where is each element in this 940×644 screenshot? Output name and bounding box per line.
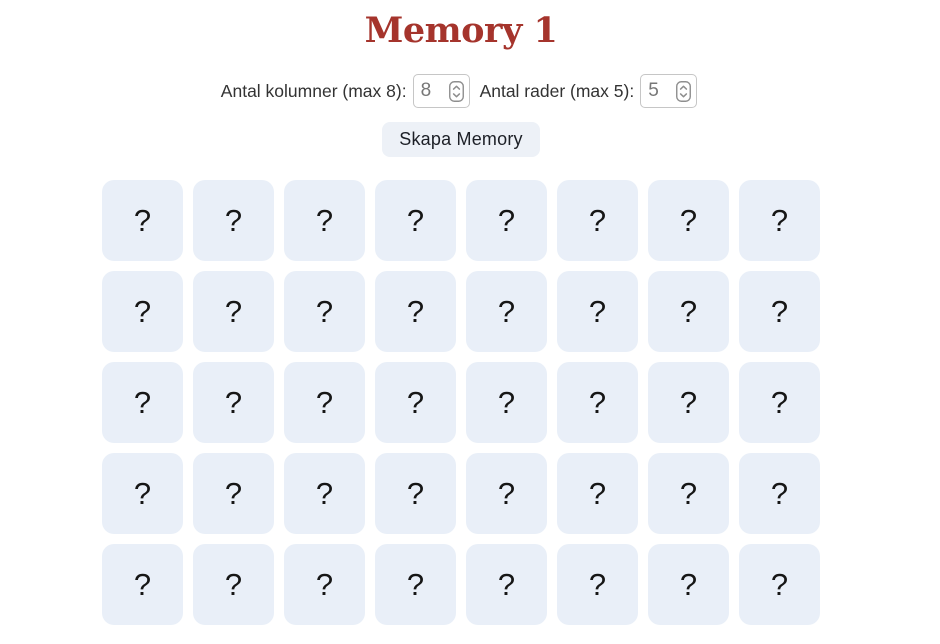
memory-card[interactable]: ? (102, 453, 183, 534)
card-symbol: ? (588, 567, 607, 602)
card-symbol: ? (679, 476, 698, 511)
card-symbol: ? (315, 385, 334, 420)
memory-card[interactable]: ? (193, 180, 274, 261)
memory-card[interactable]: ? (193, 271, 274, 352)
memory-card[interactable]: ? (648, 362, 729, 443)
memory-card[interactable]: ? (193, 453, 274, 534)
memory-card[interactable]: ? (375, 180, 456, 261)
memory-card[interactable]: ? (648, 453, 729, 534)
memory-card[interactable]: ? (739, 180, 820, 261)
card-symbol: ? (133, 385, 152, 420)
card-symbol: ? (497, 294, 516, 329)
memory-card[interactable]: ? (739, 271, 820, 352)
card-symbol: ? (133, 476, 152, 511)
columns-label: Antal kolumner (max 8): (220, 80, 407, 101)
card-symbol: ? (224, 203, 243, 238)
memory-card[interactable]: ? (648, 271, 729, 352)
memory-card[interactable]: ? (648, 180, 729, 261)
card-symbol: ? (133, 294, 152, 329)
card-symbol: ? (770, 203, 789, 238)
card-symbol: ? (315, 203, 334, 238)
memory-card[interactable]: ? (739, 453, 820, 534)
memory-card[interactable]: ? (375, 362, 456, 443)
card-symbol: ? (133, 567, 152, 602)
memory-card[interactable]: ? (102, 180, 183, 261)
card-symbol: ? (224, 567, 243, 602)
card-symbol: ? (315, 567, 334, 602)
memory-app: Memory 1 Antal kolumner (max 8): Antal r… (0, 10, 922, 625)
memory-card[interactable]: ? (284, 362, 365, 443)
columns-input[interactable] (420, 80, 443, 102)
card-symbol: ? (224, 294, 243, 329)
card-symbol: ? (770, 476, 789, 511)
memory-card[interactable]: ? (284, 271, 365, 352)
memory-card[interactable]: ? (102, 544, 183, 625)
card-symbol: ? (406, 385, 425, 420)
card-symbol: ? (133, 203, 152, 238)
card-symbol: ? (497, 476, 516, 511)
rows-label: Antal rader (max 5): (479, 80, 635, 101)
card-symbol: ? (224, 476, 243, 511)
memory-card[interactable]: ? (102, 362, 183, 443)
card-symbol: ? (770, 385, 789, 420)
card-symbol: ? (770, 567, 789, 602)
memory-card[interactable]: ? (739, 544, 820, 625)
card-symbol: ? (497, 567, 516, 602)
card-symbol: ? (588, 294, 607, 329)
card-symbol: ? (224, 385, 243, 420)
button-row: Skapa Memory (0, 122, 922, 157)
memory-card[interactable]: ? (102, 271, 183, 352)
card-symbol: ? (406, 476, 425, 511)
rows-stepper-icon[interactable] (676, 80, 692, 102)
memory-card[interactable]: ? (557, 544, 638, 625)
memory-card[interactable]: ? (375, 544, 456, 625)
card-symbol: ? (497, 385, 516, 420)
memory-card[interactable]: ? (193, 362, 274, 443)
memory-card[interactable]: ? (557, 453, 638, 534)
rows-input[interactable] (648, 80, 671, 102)
memory-card[interactable]: ? (193, 544, 274, 625)
card-symbol: ? (406, 567, 425, 602)
memory-card[interactable]: ? (375, 271, 456, 352)
memory-card[interactable]: ? (284, 453, 365, 534)
card-symbol: ? (679, 567, 698, 602)
memory-card[interactable]: ? (466, 453, 547, 534)
memory-card[interactable]: ? (557, 271, 638, 352)
card-symbol: ? (315, 294, 334, 329)
card-symbol: ? (315, 476, 334, 511)
memory-card[interactable]: ? (739, 362, 820, 443)
rows-input-field[interactable] (640, 74, 698, 108)
controls-row: Antal kolumner (max 8): Antal rader (max… (0, 74, 922, 108)
memory-card[interactable]: ? (466, 180, 547, 261)
card-symbol: ? (770, 294, 789, 329)
memory-card[interactable]: ? (557, 180, 638, 261)
memory-card[interactable]: ? (284, 180, 365, 261)
memory-card[interactable]: ? (557, 362, 638, 443)
memory-card[interactable]: ? (466, 544, 547, 625)
memory-card[interactable]: ? (284, 544, 365, 625)
card-symbol: ? (679, 203, 698, 238)
columns-input-field[interactable] (412, 74, 470, 108)
card-symbol: ? (406, 203, 425, 238)
card-symbol: ? (497, 203, 516, 238)
columns-stepper-icon[interactable] (448, 80, 464, 102)
card-symbol: ? (588, 476, 607, 511)
page-title: Memory 1 (364, 10, 558, 51)
memory-card[interactable]: ? (375, 453, 456, 534)
memory-card[interactable]: ? (648, 544, 729, 625)
card-symbol: ? (679, 294, 698, 329)
memory-card[interactable]: ? (466, 271, 547, 352)
card-symbol: ? (679, 385, 698, 420)
card-symbol: ? (588, 385, 607, 420)
card-symbol: ? (588, 203, 607, 238)
card-symbol: ? (406, 294, 425, 329)
memory-board: ???????????????????????????????????????? (102, 180, 820, 625)
create-memory-button[interactable]: Skapa Memory (382, 122, 540, 157)
memory-card[interactable]: ? (466, 362, 547, 443)
